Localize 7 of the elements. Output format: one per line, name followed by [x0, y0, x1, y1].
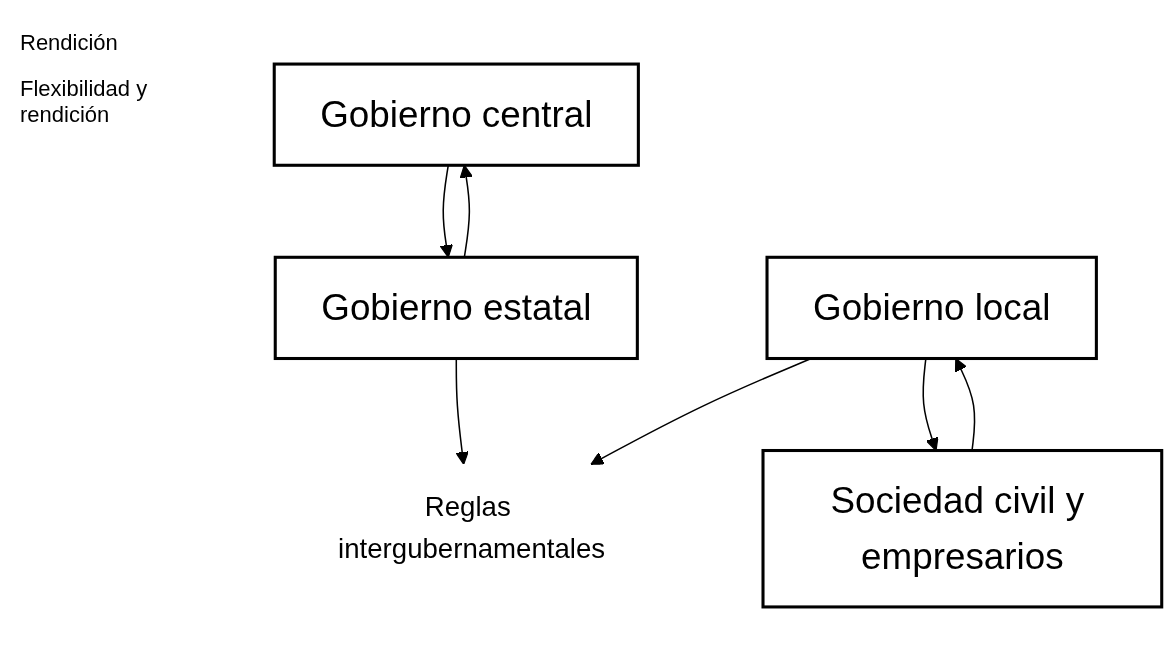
note-text: Flexibilidad y rendición — [20, 76, 149, 128]
note-text: Rendición — [20, 30, 119, 56]
node-box: Gobierno estatal — [273, 255, 639, 361]
node-text: Reglas intergubernamentales — [338, 491, 606, 564]
node-box: Gobierno local — [765, 255, 1098, 361]
node-box: Gobierno central — [272, 62, 640, 167]
node-box: Sociedad civil y empresarios — [761, 449, 1164, 609]
